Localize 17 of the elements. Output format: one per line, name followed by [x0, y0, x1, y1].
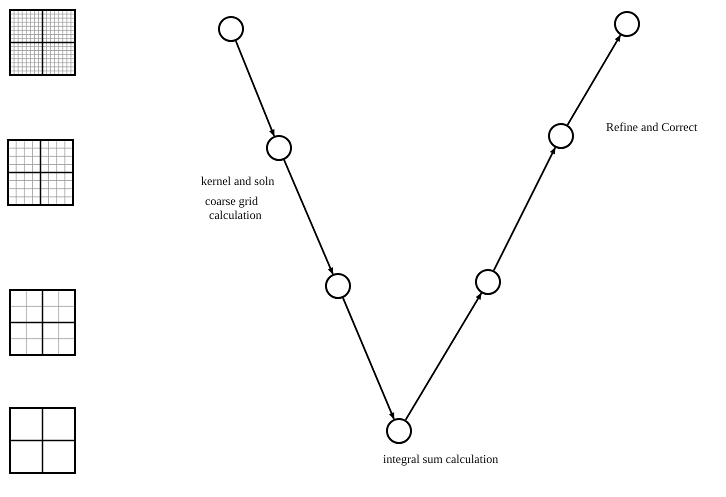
level-circle — [266, 135, 292, 161]
step-caption: kernel and soln — [201, 174, 274, 188]
arrow — [283, 160, 334, 275]
step-caption: integral sum calculation — [383, 452, 498, 466]
arrow — [566, 34, 622, 126]
phase-label: Refine and Correct — [606, 120, 698, 134]
level-circle — [218, 16, 244, 42]
level-circle — [386, 418, 412, 444]
level-circle — [475, 269, 501, 295]
level-circle — [325, 273, 351, 299]
arrow — [342, 298, 395, 420]
arrow — [404, 292, 482, 420]
level-circle — [614, 11, 640, 37]
level-circle — [548, 123, 574, 149]
arrow — [235, 40, 275, 137]
step-caption: coarse grid calculation — [205, 194, 263, 222]
arrow — [493, 147, 556, 271]
